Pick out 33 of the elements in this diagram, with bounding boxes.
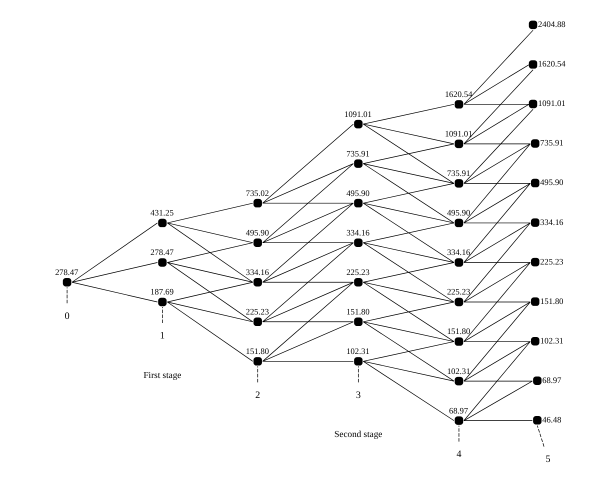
node-text: 5	[545, 454, 550, 465]
node-text: 2	[255, 389, 260, 400]
node-label: 735.91	[346, 148, 370, 158]
node-label: 187.69	[150, 286, 174, 296]
node-label: 495.90	[446, 207, 470, 218]
node-text: 3	[356, 389, 361, 400]
node-label: 334.16	[246, 266, 270, 276]
node-label: 431.25	[150, 207, 174, 218]
node-label: 151.80	[446, 326, 470, 336]
node-label: 225.23	[446, 286, 470, 296]
node-label: 151.80	[246, 345, 270, 356]
node-label: 278.47	[150, 246, 174, 257]
node-label: 735.02	[246, 187, 270, 198]
node-text: 1	[160, 330, 165, 342]
node-label: 1091.01	[444, 128, 472, 138]
label: Second stage	[334, 428, 382, 439]
node-label: 151.80	[346, 306, 370, 316]
node-label: 68.97	[449, 404, 468, 415]
label: First stage	[143, 369, 182, 380]
node-label: 334.16	[446, 246, 470, 257]
node-label: 495.90	[346, 187, 370, 198]
node-label: 102.31	[346, 345, 370, 356]
node-label: 1091.01	[344, 108, 372, 118]
node-label: 334.16	[346, 226, 370, 237]
node-label: 495.90	[246, 226, 270, 237]
node-label: 1620.54	[444, 88, 472, 98]
node-label: 735.91	[446, 168, 470, 178]
node-label: 225.23	[246, 306, 270, 316]
node-text: 0	[64, 310, 70, 322]
node-label: 102.31	[446, 365, 470, 376]
node-label: 278.47	[55, 266, 78, 276]
node-label: 225.23	[346, 266, 370, 276]
node-text: 4	[456, 448, 462, 460]
